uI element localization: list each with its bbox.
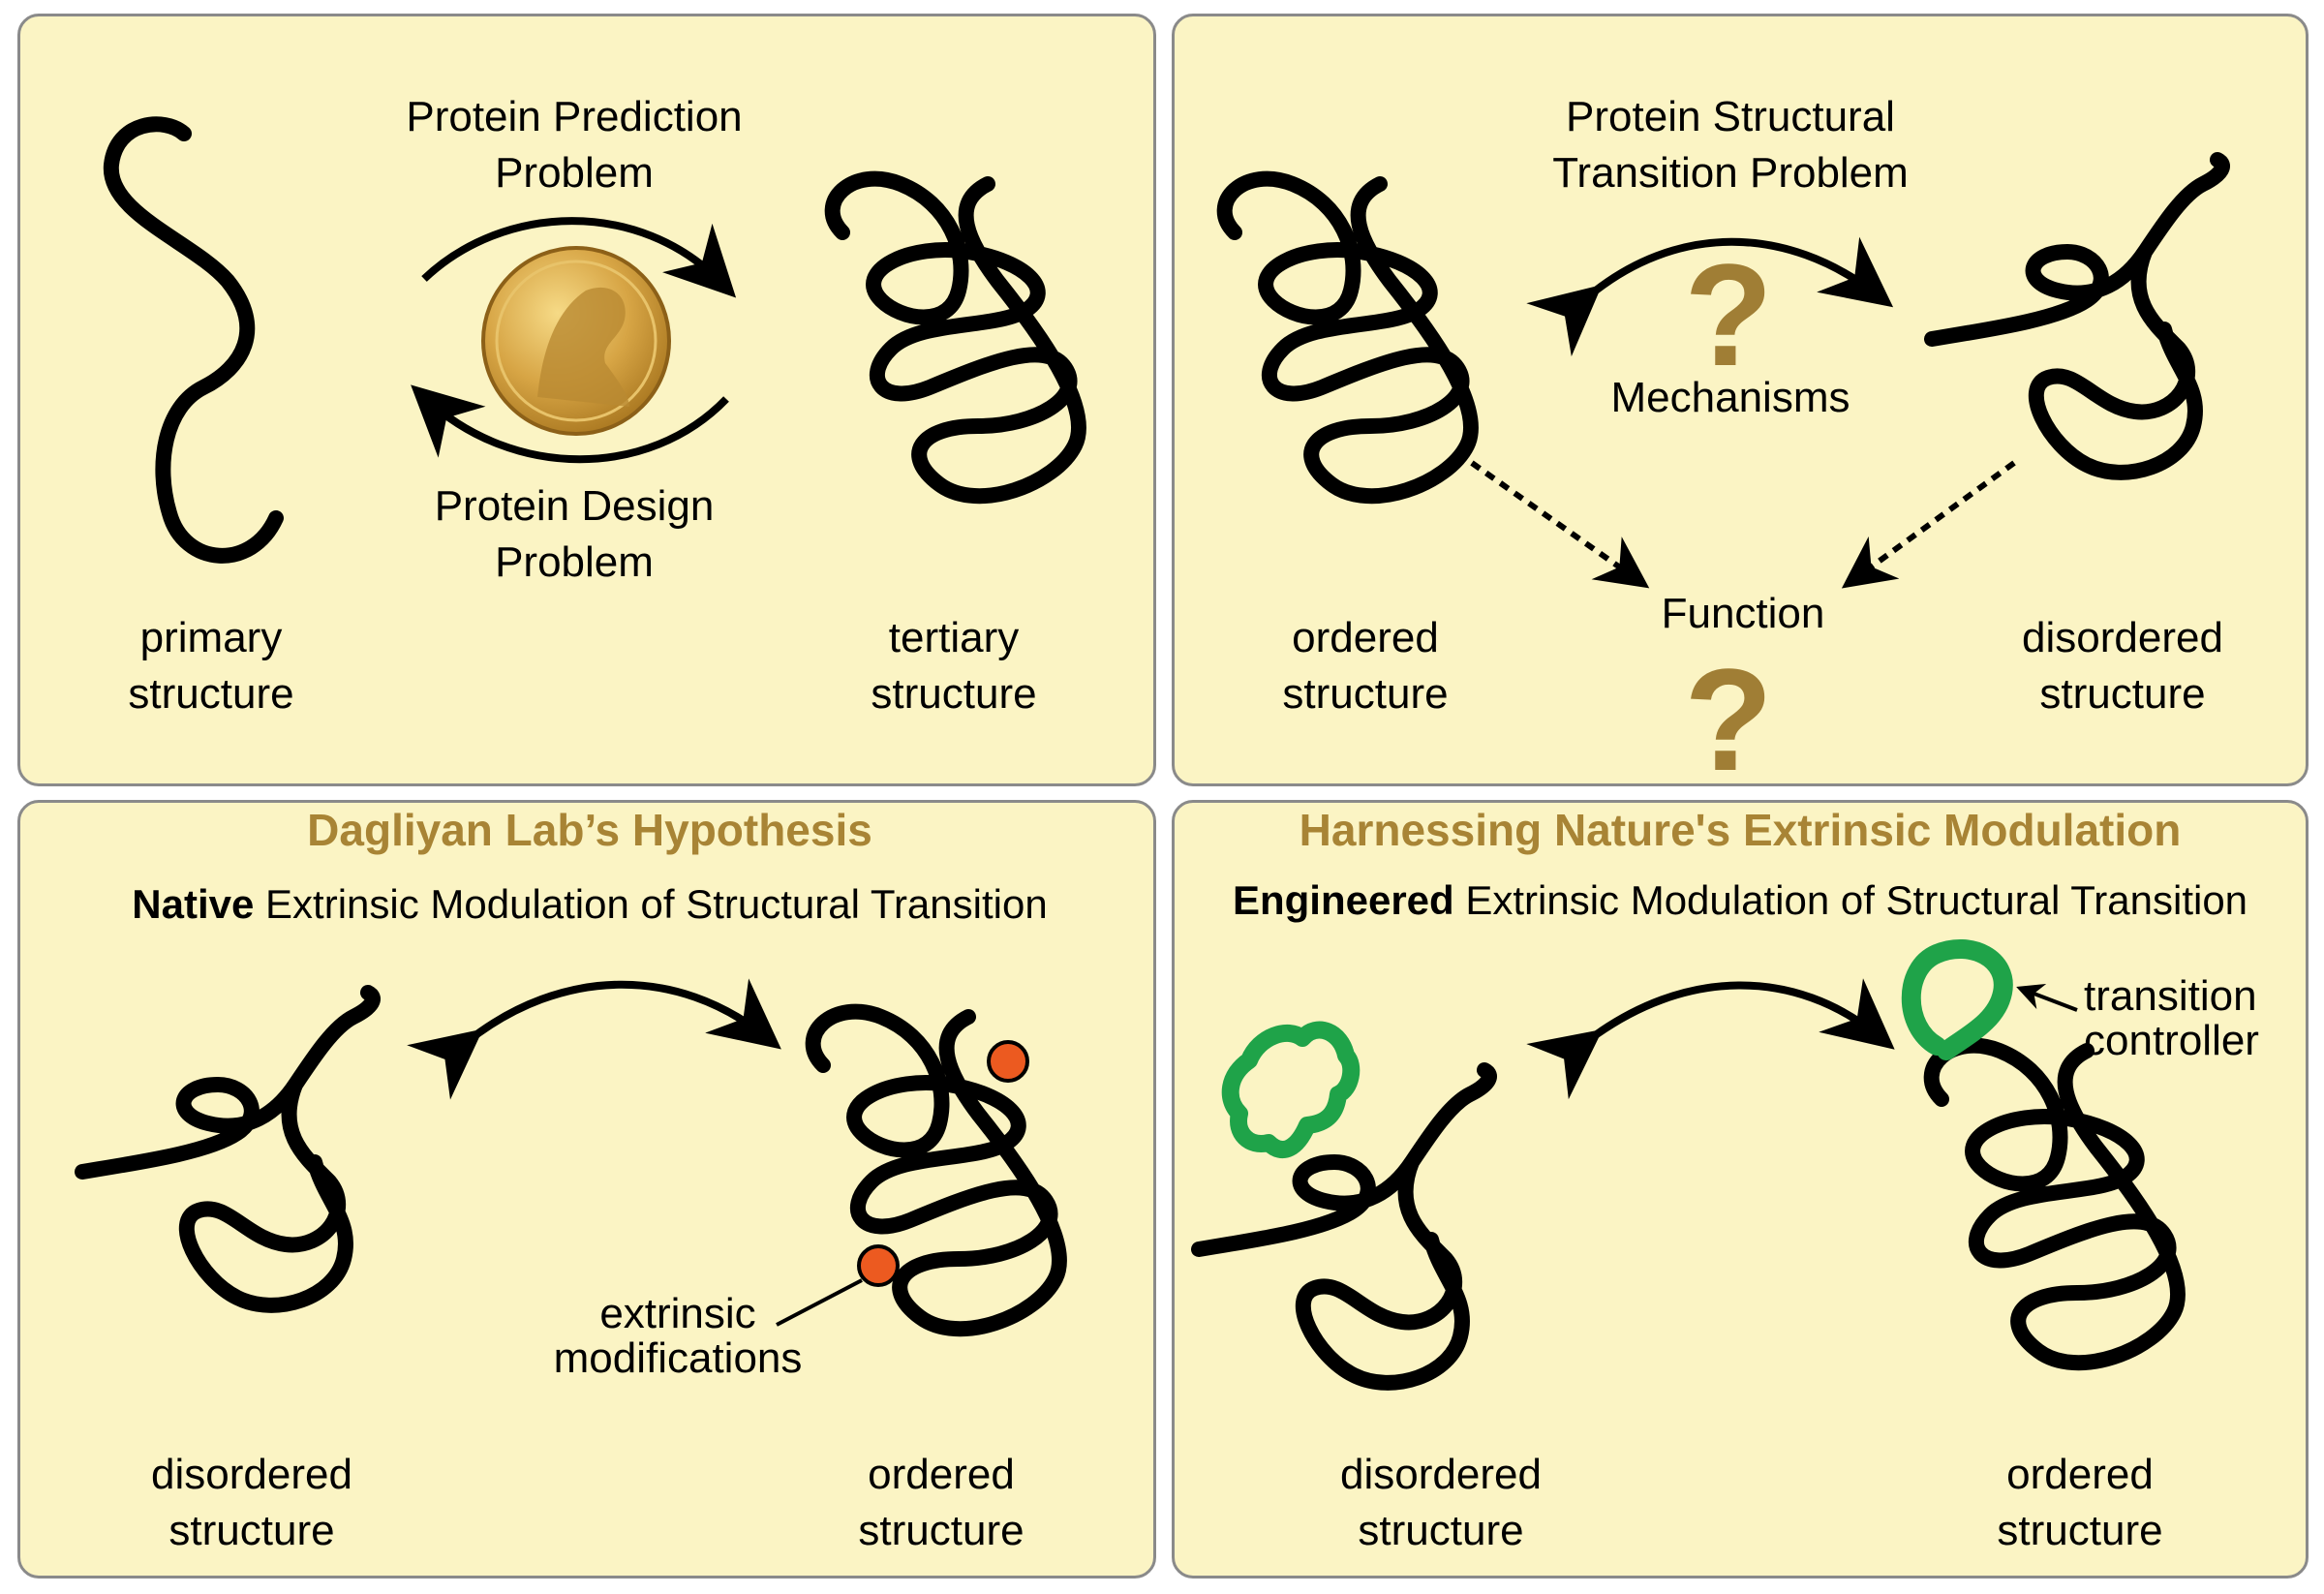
extrinsic-modifications-label: extrinsic modifications xyxy=(553,1290,803,1382)
prediction-arrow xyxy=(421,217,737,298)
ordered-structure-chain xyxy=(1932,1046,2178,1364)
nobel-medal-icon xyxy=(481,246,671,436)
ordered-structure-caption: ordered structure xyxy=(1282,614,1449,718)
function-question-mark: ? xyxy=(1684,638,1773,801)
function-arrow-right xyxy=(1841,460,2016,589)
modification-dot-top xyxy=(987,1040,1029,1083)
design-arrow xyxy=(411,384,729,464)
transition-problem-label: Protein Structural Transition Problem xyxy=(1552,93,1909,197)
panel4-title: Harnessing Nature's Extrinsic Modulation xyxy=(1299,805,2182,855)
controller-pointer-arrow xyxy=(2016,983,2078,1012)
annotation-leader-line xyxy=(776,1278,863,1327)
mechanism-question-mark: ? xyxy=(1684,233,1773,396)
function-arrow-left xyxy=(1470,460,1650,589)
panel3-subtitle: Native Extrinsic Modulation of Structura… xyxy=(132,881,1048,927)
transition-controller-loop xyxy=(1901,939,2013,1060)
tertiary-structure-chain xyxy=(833,179,1079,497)
ordered-structure-chain xyxy=(1225,179,1471,497)
transition-controller-label: transition controller xyxy=(2084,972,2259,1064)
primary-structure-caption: primary structure xyxy=(128,614,294,718)
prediction-problem-label: Protein Prediction Problem xyxy=(406,93,743,197)
transition-double-arrow xyxy=(1526,978,1895,1100)
modification-dot-bottom xyxy=(857,1244,900,1287)
disordered-structure-caption: disordered structure xyxy=(1340,1451,1542,1554)
panel-native-modulation xyxy=(17,800,1156,1579)
transition-double-arrow xyxy=(407,978,781,1100)
mechanisms-label: Mechanisms xyxy=(1610,374,1850,421)
function-label: Function xyxy=(1661,590,1825,637)
disordered-structure-caption: disordered structure xyxy=(151,1451,352,1554)
tertiary-structure-caption: tertiary structure xyxy=(871,614,1037,718)
panel3-title: Dagliyan Lab’s Hypothesis xyxy=(307,805,872,855)
primary-structure-chain xyxy=(103,116,284,564)
ordered-structure-caption: ordered structure xyxy=(858,1451,1024,1554)
disordered-structure-caption: disordered structure xyxy=(2022,614,2223,718)
green-modulator-ring xyxy=(1221,1021,1361,1159)
disordered-structure-chain xyxy=(82,993,373,1305)
panel4-subtitle: Engineered Extrinsic Modulation of Struc… xyxy=(1232,877,2248,923)
transition-double-arrow xyxy=(1526,236,1894,357)
design-problem-label: Protein Design Problem xyxy=(434,482,715,586)
disordered-structure-chain xyxy=(1932,160,2222,473)
ordered-structure-caption: ordered structure xyxy=(1997,1451,2163,1554)
